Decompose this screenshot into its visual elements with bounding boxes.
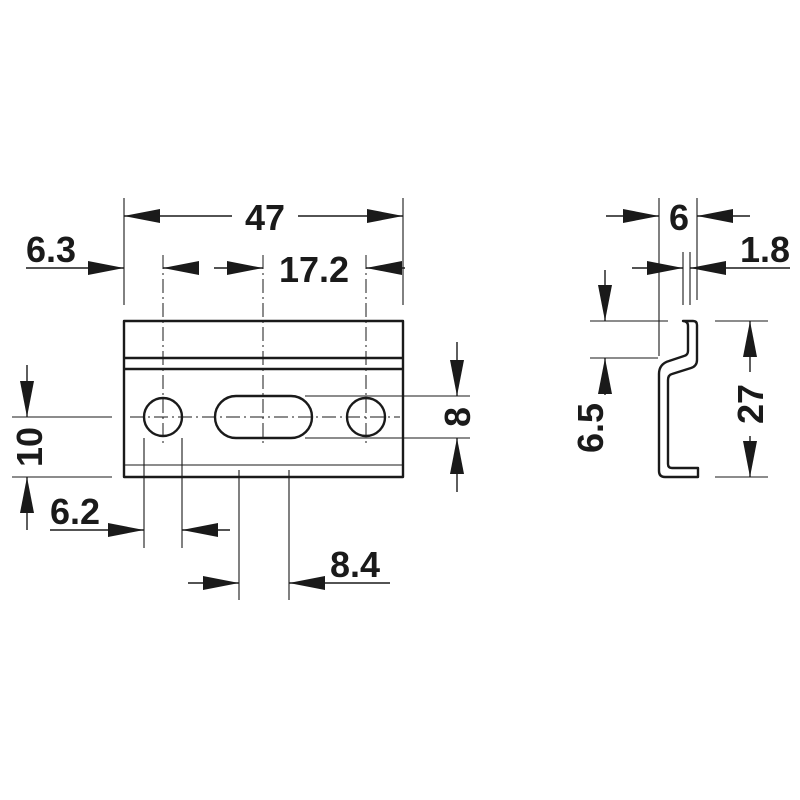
dimension-profile-depth: 6 [606,197,750,356]
label-slot-height: 8 [437,407,478,427]
label-hole-diameter: 6.2 [50,491,100,532]
label-lip-height: 6.5 [570,403,611,453]
label-overall-width: 47 [245,197,285,238]
dimension-total-height: 27 [715,320,771,478]
dimension-left-edge-offset: 6.3 [26,229,199,275]
label-total-height: 27 [730,384,771,424]
front-view [122,255,405,479]
label-profile-depth: 6 [669,197,689,238]
dimension-slot-height: 8 [305,342,478,492]
label-material-thickness: 1.8 [740,229,790,270]
label-slot-width: 8.4 [330,544,380,585]
label-left-edge-offset: 6.3 [26,229,76,270]
label-hole-pitch: 17.2 [279,249,349,290]
dimension-slot-width: 8.4 [188,470,390,600]
dimension-overall-width: 47 [123,197,404,305]
dimension-upper-height: 10 [9,365,112,530]
label-upper-height: 10 [9,427,50,467]
dimension-lip-height: 6.5 [570,270,668,453]
side-view [657,319,700,479]
bracket-profile [657,319,700,479]
dimension-hole-pitch: 17.2 [214,249,405,290]
dimension-hole-diameter: 6.2 [50,438,230,548]
dimension-material-thickness: 1.8 [632,229,790,305]
